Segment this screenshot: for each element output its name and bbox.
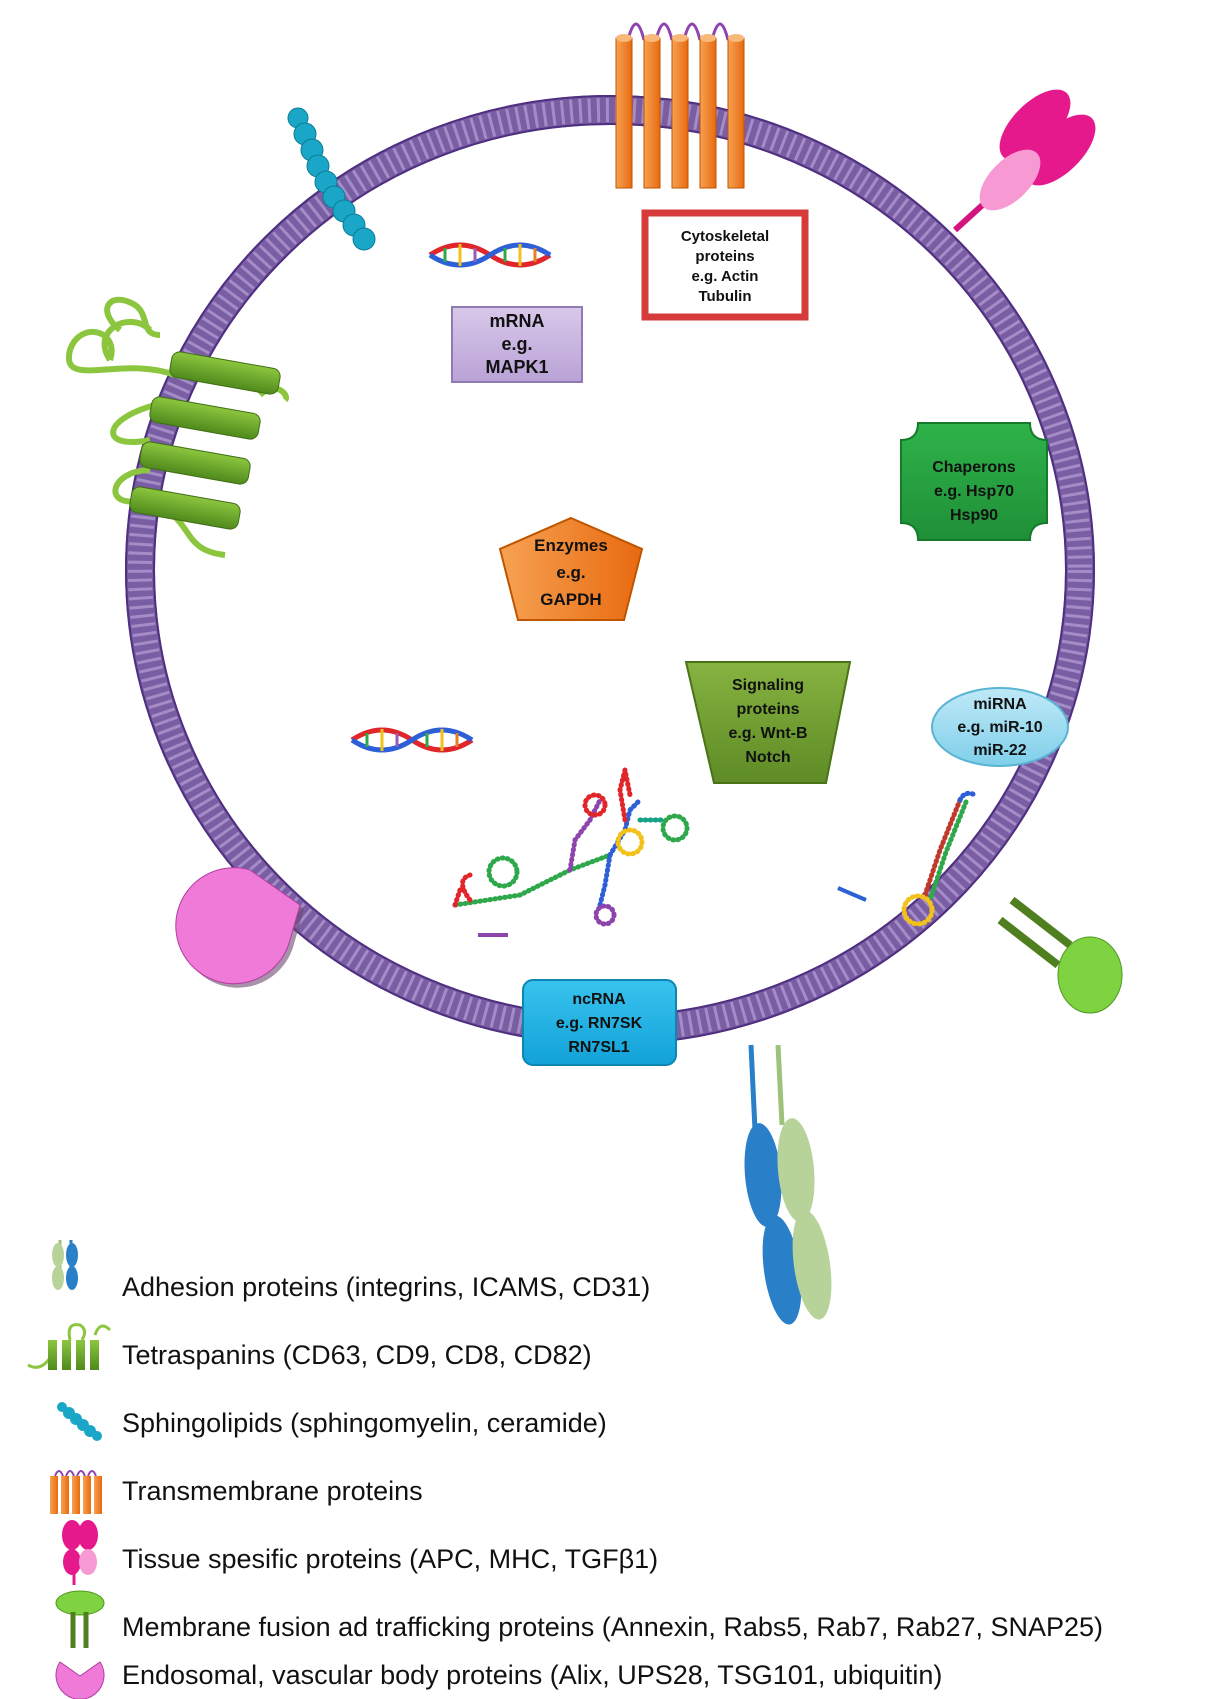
chaperons-label-line: Chaperons: [932, 459, 1016, 476]
chaperons-box: Chaperons e.g. Hsp70 Hsp90: [900, 422, 1048, 541]
cytoskeletal-label-line: Cytoskeletal: [681, 228, 769, 245]
legend-label-membrane-fusion: Membrane fusion ad trafficking proteins …: [122, 1612, 1103, 1642]
enzymes-label-line: Enzymes: [534, 536, 608, 555]
signaling-label-line: Signaling: [732, 677, 804, 694]
ncrna-label-line: RN7SL1: [568, 1039, 629, 1056]
ncrna-box: ncRNA e.g. RN7SK RN7SL1: [522, 979, 677, 1066]
membrane-fusion-icon: [55, 1590, 105, 1648]
transmembrane-protein: [615, 22, 745, 189]
signaling-label-line: Notch: [745, 749, 790, 766]
legend-label-transmembrane: Transmembrane proteins: [122, 1476, 423, 1506]
mirna-label-line: miR-22: [973, 742, 1026, 759]
ncrna-label-line: e.g. RN7SK: [556, 1015, 643, 1032]
legend-label-adhesion: Adhesion proteins (integrins, ICAMS, CD3…: [122, 1272, 650, 1302]
legend-label-endosomal: Endosomal, vascular body proteins (Alix,…: [122, 1660, 942, 1690]
ncrna-scale-bar: [478, 933, 508, 937]
mrna-box: mRNA e.g. MAPK1: [451, 306, 583, 383]
chaperons-label-line: e.g. Hsp70: [934, 483, 1014, 500]
legend-label-tetraspanin: Tetraspanins (CD63, CD9, CD8, CD82): [122, 1340, 592, 1370]
tetraspanin-protein: [65, 296, 289, 558]
ncrna-structure-icon: [452, 769, 690, 927]
endosomal-protein: [175, 867, 304, 988]
chaperons-label-line: Hsp90: [950, 507, 998, 524]
ncrna-label-line: ncRNA: [572, 991, 626, 1008]
legend-label-tissue-specific: Tissue spesific proteins (APC, MHC, TGFβ…: [122, 1544, 658, 1574]
membrane-fusion-protein: [997, 896, 1123, 1014]
sphingolipid-icon: [57, 1402, 102, 1441]
sphingolipid-chain: [287, 107, 376, 251]
mrna-label-line: mRNA: [489, 311, 544, 331]
legend: Adhesion proteins (integrins, ICAMS, CD3…: [27, 1240, 1103, 1699]
cytoskeletal-label-line: proteins: [695, 248, 754, 265]
tissue-specific-icon: [62, 1520, 98, 1585]
mrna-label-line: MAPK1: [485, 357, 548, 377]
adhesion-icon: [52, 1240, 78, 1290]
enzymes-label-line: e.g.: [556, 563, 585, 582]
mirna-label-line: miRNA: [973, 696, 1027, 713]
dna-helix-icon: [428, 242, 552, 268]
cytoskeletal-proteins-box: Cytoskeletal proteins e.g. Actin Tubulin: [641, 209, 809, 321]
transmembrane-icon: [50, 1470, 102, 1514]
mrna-label-line: e.g.: [501, 334, 532, 354]
signaling-proteins-box: Signaling proteins e.g. Wnt-B Notch: [684, 661, 852, 784]
mirna-hairpin-icon: [901, 790, 978, 927]
cytoskeletal-label-line: e.g. Actin: [692, 268, 759, 285]
mirna-label-line: e.g. miR-10: [957, 719, 1042, 736]
enzymes-label-line: GAPDH: [540, 590, 601, 609]
mirna-scale-bar: [837, 886, 867, 902]
signaling-label-line: proteins: [736, 701, 799, 718]
endosomal-icon: [55, 1661, 105, 1699]
signaling-label-line: e.g. Wnt-B: [728, 725, 807, 742]
adhesion-protein: [744, 1044, 832, 1325]
enzymes-box: Enzymes e.g. GAPDH: [498, 516, 644, 621]
dna-helix-icon: [350, 727, 474, 753]
legend-label-sphingolipid: Sphingolipids (sphingomyelin, ceramide): [122, 1408, 607, 1438]
tetraspanin-icon: [27, 1323, 112, 1370]
mirna-box: miRNA e.g. miR-10 miR-22: [931, 687, 1069, 767]
tissue-specific-protein: [952, 89, 1096, 233]
cytoskeletal-label-line: Tubulin: [698, 288, 751, 305]
